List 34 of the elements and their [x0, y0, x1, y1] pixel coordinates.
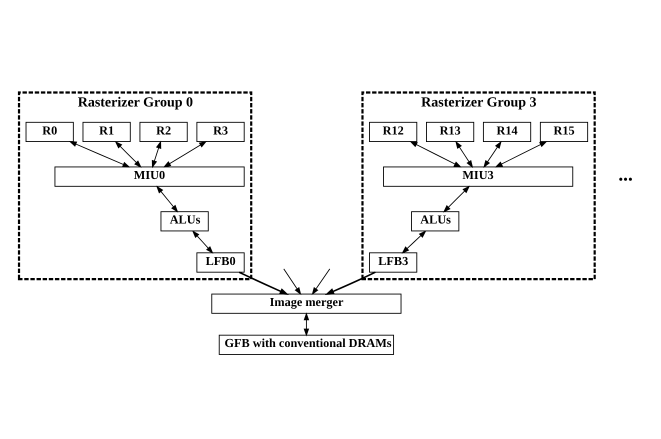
arrow	[312, 268, 330, 295]
node-box: LFB0	[196, 252, 245, 272]
arrow	[163, 140, 207, 168]
node-box: R13	[426, 121, 474, 142]
arrow	[494, 140, 548, 167]
arrow	[156, 185, 178, 212]
node-box: R15	[540, 121, 588, 142]
node-box: ALUs	[411, 210, 460, 231]
arrow	[402, 230, 426, 254]
node-box: MIU3	[383, 166, 574, 186]
node-box: R1	[82, 121, 131, 142]
arrow	[238, 271, 289, 294]
node-box: ALUs	[160, 210, 209, 231]
arrow	[304, 312, 310, 336]
arrow	[410, 140, 462, 167]
arrow	[68, 140, 130, 167]
arrow	[443, 185, 470, 212]
node-box: MIU0	[54, 166, 245, 186]
arrow	[192, 230, 214, 254]
node-box: GFB with conventional DRAMs	[218, 334, 394, 354]
node-box: R14	[482, 121, 532, 142]
node-box: R2	[140, 121, 188, 142]
node-box: R0	[26, 121, 74, 142]
arrow	[152, 140, 162, 168]
node-box: R3	[196, 121, 245, 142]
arrow	[283, 268, 302, 295]
arrow	[114, 140, 142, 168]
arrow	[455, 140, 474, 168]
node-box: Image merger	[211, 293, 402, 314]
label: ...	[618, 164, 633, 186]
arrow	[483, 140, 502, 168]
arrow	[324, 270, 376, 294]
node-box: R12	[369, 121, 418, 142]
node-box: LFB3	[369, 252, 418, 272]
